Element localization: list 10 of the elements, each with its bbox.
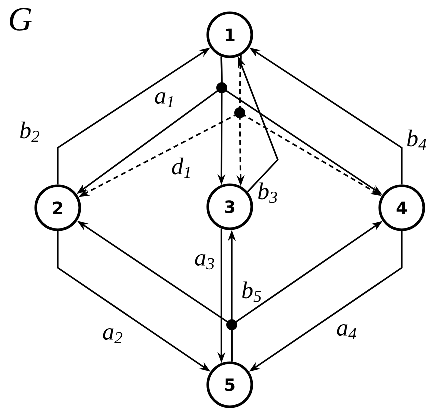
edge-label: b$_{3}$ (258, 182, 278, 204)
edge-label: b$_{4}$ (407, 130, 427, 150)
edge-label: a$_{3}$ (195, 254, 214, 270)
edge-label: d$_{1}$ (172, 158, 190, 178)
graph-title: G (10, 8, 32, 31)
edge-label: a$_{1}$ (155, 92, 174, 108)
edge-label: a$_{2}$ (103, 328, 123, 344)
edge-label: b$_{2}$ (20, 122, 40, 142)
edge-label: a$_{4}$ (337, 324, 357, 340)
edge-label: b$_{5}$ (242, 282, 262, 302)
